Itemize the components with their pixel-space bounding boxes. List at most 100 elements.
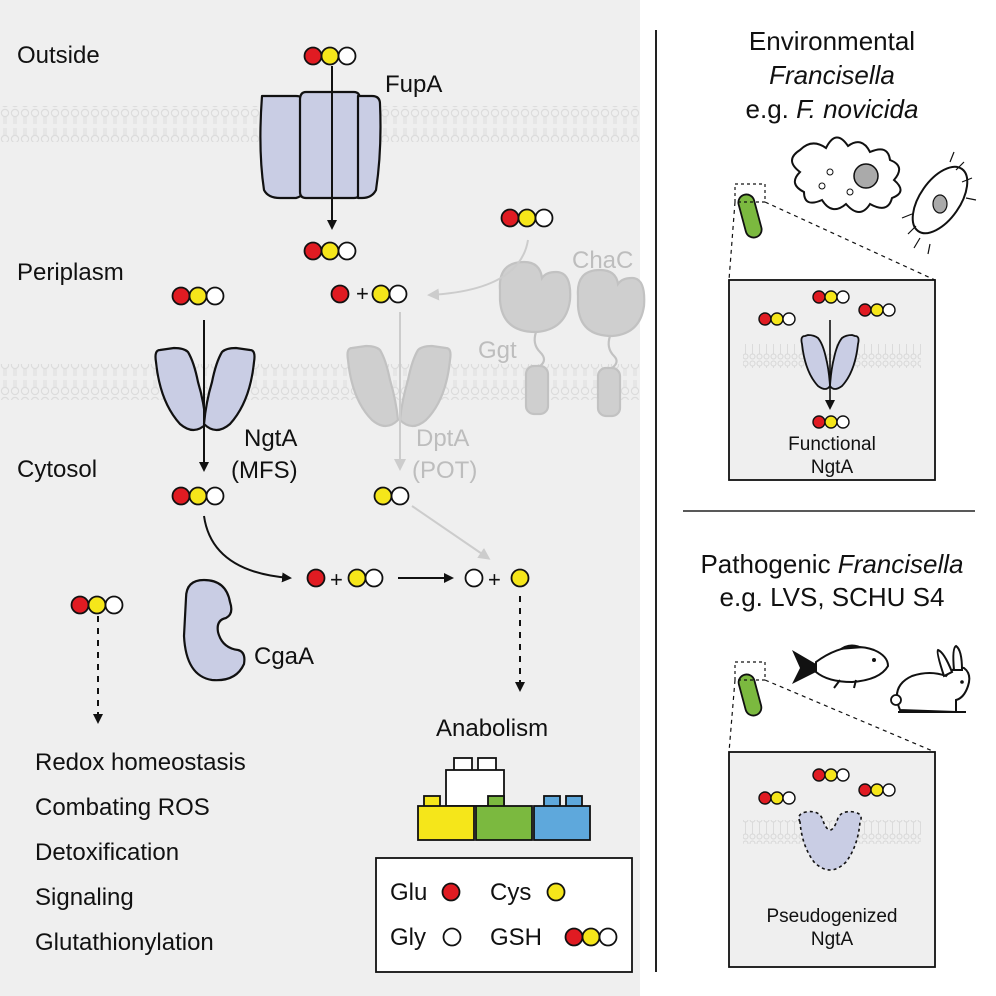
legend-gsh-icon xyxy=(564,927,618,947)
chac-enzyme xyxy=(576,268,646,418)
cys-residue-icon xyxy=(517,208,537,228)
cys-gly-molecule-cytosol xyxy=(347,568,384,588)
gly-residue-icon xyxy=(836,768,850,782)
gsh-molecule-inset-imported xyxy=(812,415,850,429)
glu-residue-icon xyxy=(812,415,826,429)
molecule-layer xyxy=(70,46,896,947)
gly-residue-icon xyxy=(205,486,225,506)
legend-cys-label: Cys xyxy=(490,879,531,906)
env-title-line2: Francisella xyxy=(769,60,895,90)
cys-residue-icon xyxy=(188,286,208,306)
glu-residue-icon xyxy=(303,241,323,261)
cys-residue-icon xyxy=(770,791,784,805)
cys-gly-molecule-periplasm xyxy=(371,284,408,304)
gsh-molecule-cytosol xyxy=(171,486,225,506)
gsh-molecule-periplasm xyxy=(171,286,225,306)
rabbit-icon xyxy=(890,644,971,714)
gsh-molecule-inset xyxy=(758,791,796,805)
zoom-line-right xyxy=(764,201,936,281)
gly-residue-icon xyxy=(782,791,796,805)
cgaa-cleavage-arrow xyxy=(203,515,292,583)
cgaa-label: CgaA xyxy=(254,643,314,670)
glu-residue-icon xyxy=(70,595,90,615)
glu-residue-icon xyxy=(758,791,772,805)
dpta-family-label: (POT) xyxy=(412,457,477,484)
glu-residue-icon xyxy=(812,290,826,304)
env-caption-line1: Functional xyxy=(788,434,876,455)
cgaa-enzyme xyxy=(182,578,246,682)
gly-residue-icon xyxy=(364,568,384,588)
cys-residue-icon xyxy=(347,568,367,588)
cys-residue-icon xyxy=(373,486,393,506)
cys-gly-molecule-dpta xyxy=(373,486,410,506)
pseudogenized-ngta xyxy=(798,810,862,871)
plus-periplasm: + xyxy=(356,281,369,306)
gsh-molecule-outside xyxy=(303,46,357,66)
legend-glu-label: Glu xyxy=(390,879,427,906)
ciliate-icon xyxy=(901,151,977,255)
anabolism-label: Anabolism xyxy=(436,715,548,742)
ggt-cleavage-arrow xyxy=(427,239,529,301)
function-item: Signaling xyxy=(35,884,134,911)
glu-residue-icon xyxy=(812,768,826,782)
function-item: Redox homeostasis xyxy=(35,749,246,776)
cys-residue-icon xyxy=(188,486,208,506)
glu-residue-icon xyxy=(303,46,323,66)
glu-residue-icon xyxy=(758,312,772,326)
gsh-molecule-functions xyxy=(70,595,124,615)
path-title-line1: Pathogenic Francisella xyxy=(700,549,963,579)
cys-molecule-cytosol xyxy=(510,568,530,588)
zoom-box xyxy=(734,661,766,681)
glu-residue-icon xyxy=(171,486,191,506)
chac-label: ChaC xyxy=(572,247,633,274)
gly-molecule-cytosol xyxy=(464,568,484,588)
path-caption-line1: Pseudogenized xyxy=(767,906,898,927)
cys-residue-icon xyxy=(824,415,838,429)
gly-residue-icon xyxy=(337,46,357,66)
gsh-molecule-inset xyxy=(812,290,850,304)
gsh-molecule-inset xyxy=(812,768,850,782)
function-item: Glutathionylation xyxy=(35,929,214,956)
plus-cytosol-2: + xyxy=(488,567,501,592)
fupa-transporter xyxy=(259,90,382,200)
legend-gsh-label: GSH xyxy=(490,924,542,951)
gly-residue-icon xyxy=(882,783,896,797)
label-cytosol: Cytosol xyxy=(17,456,97,483)
gly-residue-icon xyxy=(390,486,410,506)
ngta-label: NgtA xyxy=(244,425,297,452)
ngta-family-label: (MFS) xyxy=(231,457,298,484)
cys-residue-icon xyxy=(371,284,391,304)
ggt-label: Ggt xyxy=(478,337,517,364)
legend-gly-icon xyxy=(442,927,462,947)
legend-box xyxy=(375,857,633,973)
function-item: Combating ROS xyxy=(35,794,210,821)
cys-residue-icon xyxy=(824,290,838,304)
amoeba-icon xyxy=(791,136,902,213)
gly-residue-icon xyxy=(782,312,796,326)
dpta-product-arrow xyxy=(411,505,491,560)
cys-residue-icon xyxy=(87,595,107,615)
glu-residue-icon xyxy=(500,208,520,228)
plus-cytosol-1: + xyxy=(330,567,343,592)
glu-molecule-periplasm xyxy=(330,284,350,304)
glu-residue-icon xyxy=(564,927,584,947)
glu-residue-icon xyxy=(858,303,872,317)
path-title-line2: e.g. LVS, SCHU S4 xyxy=(720,582,945,612)
gly-residue-icon xyxy=(388,284,408,304)
gly-residue-icon xyxy=(337,241,357,261)
gsh-molecule-inset xyxy=(858,783,896,797)
cys-residue-icon xyxy=(870,783,884,797)
dpta-transporter xyxy=(346,344,452,428)
glu-residue-icon xyxy=(858,783,872,797)
label-periplasm: Periplasm xyxy=(17,259,124,286)
zoom-line-right xyxy=(764,679,936,753)
path-caption-line2: NgtA xyxy=(811,929,854,950)
gly-residue-icon xyxy=(882,303,896,317)
gly-residue-icon xyxy=(598,927,618,947)
fupa-label: FupA xyxy=(385,71,442,98)
ngta-transporter xyxy=(154,346,256,432)
gsh-molecule-after-fupa xyxy=(303,241,357,261)
legend-gly-label: Gly xyxy=(390,924,426,951)
cys-residue-icon xyxy=(581,927,601,947)
